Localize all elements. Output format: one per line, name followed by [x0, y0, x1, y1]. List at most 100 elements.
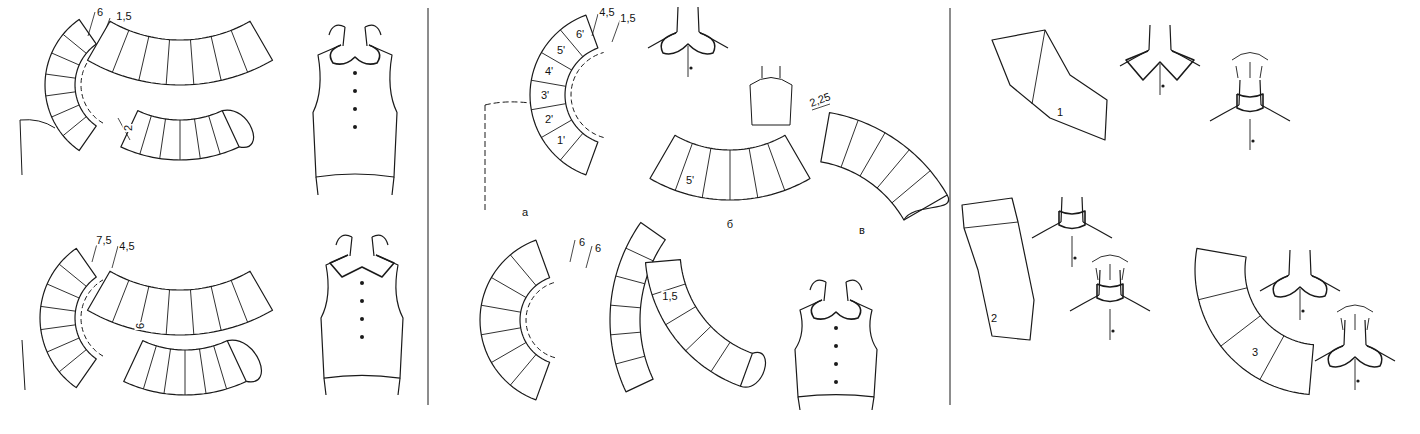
collar-curl [222, 110, 253, 147]
bodice-back [750, 78, 792, 126]
dimension-label: 3' [540, 90, 550, 101]
collar-draft-division [63, 117, 86, 136]
dimension-label: 4,5 [118, 241, 135, 252]
collar-draft-division [52, 53, 79, 65]
collar-piece-flared-division [199, 349, 206, 394]
neck-line [1239, 80, 1261, 105]
neck-line [350, 237, 374, 256]
collar-piece-flared-division [711, 342, 730, 371]
dimension-label: 7,5 [95, 235, 112, 246]
collar [1237, 94, 1263, 112]
button [834, 344, 838, 348]
collar-piece-division [211, 36, 221, 80]
button [834, 326, 838, 330]
dimension-label: 5' [685, 175, 695, 186]
collar-piece-division [231, 280, 247, 322]
bodice-draft [22, 340, 25, 390]
bodice-outline [321, 255, 403, 378]
collar-piece-flared-division [686, 326, 711, 350]
collar-piece-flared [124, 341, 247, 395]
button [689, 66, 692, 69]
dimension-label: 1,5 [619, 13, 636, 24]
collar-piece-division [190, 290, 193, 335]
button [1161, 84, 1164, 87]
center-front [1300, 289, 1301, 320]
collar-draft [530, 15, 598, 175]
collar-piece-division [1260, 336, 1284, 380]
dimension-label: 4,5 [598, 7, 615, 18]
button [834, 362, 838, 366]
button [353, 125, 357, 129]
collar-piece-flared-division [666, 307, 696, 325]
collar-draft-division [531, 80, 565, 86]
head-line [329, 25, 345, 35]
collar-piece-flared-division [164, 349, 171, 394]
bodice-outline [795, 300, 877, 397]
collar-piece-division [616, 356, 645, 364]
center-front [1355, 359, 1356, 390]
collar-draft-division [510, 255, 536, 286]
collar [811, 300, 860, 319]
dimension-label: 2,25 [807, 91, 833, 109]
neck-line [1061, 197, 1083, 222]
fold-line [1032, 30, 1045, 104]
collar-draft [480, 240, 550, 400]
neck-line [1149, 25, 1171, 50]
button [1073, 256, 1076, 259]
collar-draft-division [46, 74, 76, 78]
dimension-label: в [858, 225, 866, 236]
collar-draft-division [47, 338, 79, 352]
shoulder-line [1083, 222, 1112, 238]
collar-piece-division [211, 286, 221, 330]
button [1356, 379, 1359, 382]
collar-piece-flared-division [841, 120, 858, 167]
dimension-label: 6 [578, 237, 586, 248]
dimension-label: б [726, 219, 734, 230]
dimension-line [592, 14, 620, 42]
collar-piece-division [749, 148, 758, 197]
collar-piece-flared-division [860, 133, 885, 176]
neckline [526, 282, 555, 357]
head-line [336, 235, 352, 245]
dimension-label: 6 [594, 243, 602, 254]
hair-lines [1337, 305, 1373, 330]
button [360, 281, 364, 285]
center-front [688, 46, 689, 77]
collar-draft-division [63, 34, 86, 53]
collar-piece-division [1221, 316, 1261, 346]
collar-piece-division [730, 150, 731, 200]
collar-piece-flared-division [185, 350, 186, 395]
button [360, 335, 364, 339]
skirt-line [316, 177, 394, 195]
collar [1059, 211, 1085, 229]
hair-lines [1092, 255, 1128, 280]
button [1111, 329, 1114, 332]
neckline [571, 52, 604, 137]
button [353, 71, 357, 75]
dimension-label: 3 [1251, 347, 1259, 358]
collar-curl [740, 352, 765, 387]
collar-piece-division [702, 148, 711, 197]
collar-piece [88, 21, 273, 85]
neck-line [1289, 250, 1311, 275]
collar-piece-division [166, 40, 169, 85]
collar-draft-division [41, 306, 76, 311]
dimension-label: 5' [556, 45, 566, 56]
collar-draft-division [47, 284, 79, 298]
center-front [1160, 64, 1161, 95]
fold-line [964, 222, 1018, 228]
head-line [810, 280, 826, 290]
collar-piece-flared-division [877, 150, 909, 188]
dimension-label: а [521, 207, 529, 218]
collar-draft-division [491, 343, 526, 363]
dimension-label: 6 [96, 7, 104, 18]
collar-piece-division [166, 290, 169, 335]
button [353, 107, 357, 111]
dimension-label: 1 [1056, 107, 1064, 118]
shoulder-line [1070, 295, 1099, 311]
collar-piece-flared-division [209, 116, 220, 154]
neck-line [343, 27, 367, 46]
center-front [1250, 119, 1251, 150]
